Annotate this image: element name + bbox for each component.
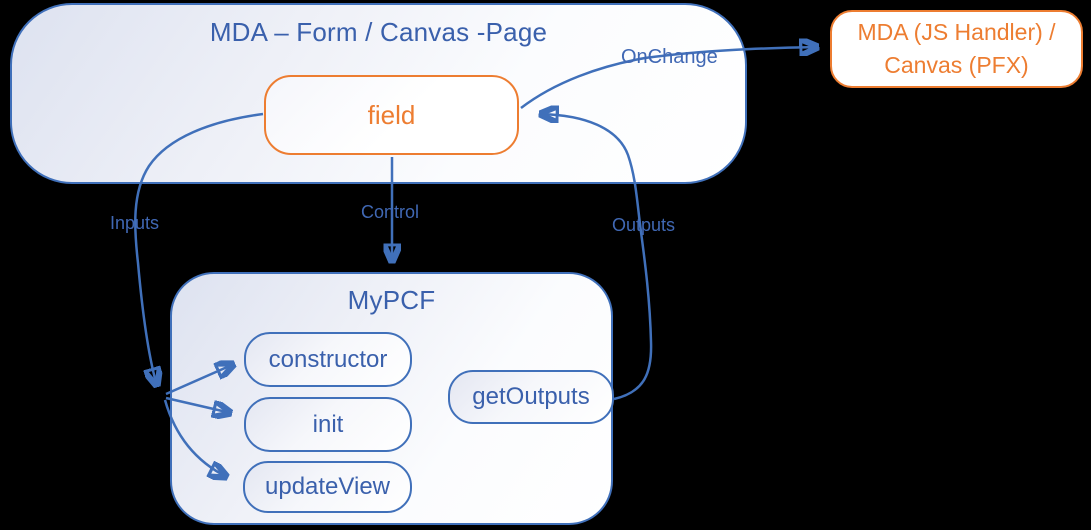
- mypcf-title: MyPCF: [347, 285, 436, 315]
- mda-page-title: MDA – Form / Canvas -Page: [209, 17, 548, 47]
- field-node: field: [264, 75, 519, 155]
- constructor-node: constructor: [244, 332, 412, 387]
- getoutputs-node: getOutputs: [448, 370, 614, 424]
- inputs-edge-label: Inputs: [110, 213, 160, 233]
- updateview-node: updateView: [243, 461, 412, 513]
- init-node: init: [244, 397, 412, 452]
- onchange-edge-label: OnChange: [621, 46, 718, 68]
- handler-label-line2: Canvas (PFX): [884, 52, 1029, 78]
- control-edge-label: Control: [361, 202, 420, 222]
- field-label: field: [367, 99, 416, 130]
- outputs-edge-label: Outputs: [612, 215, 676, 235]
- getoutputs-label: getOutputs: [472, 383, 590, 410]
- handler-node: MDA (JS Handler) / Canvas (PFX): [830, 10, 1083, 88]
- init-label: init: [312, 410, 344, 438]
- constructor-label: constructor: [268, 345, 388, 373]
- updateview-label: updateView: [265, 473, 390, 500]
- handler-label-line1: MDA (JS Handler) /: [857, 19, 1056, 45]
